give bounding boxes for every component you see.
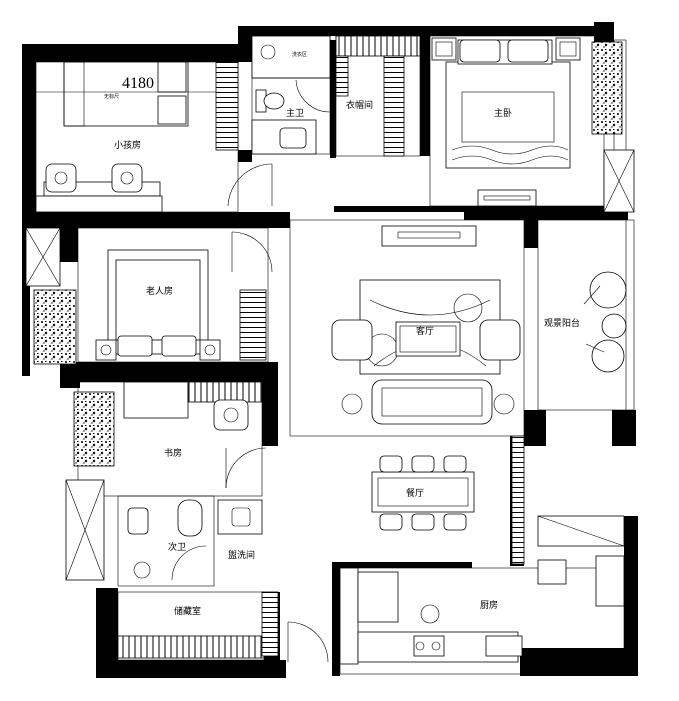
walls bbox=[22, 22, 638, 678]
study bbox=[65, 381, 267, 581]
room-elder: 老人房 bbox=[146, 285, 173, 297]
living-room bbox=[289, 219, 525, 437]
room-kitchen: 厨房 bbox=[480, 599, 498, 611]
balcony bbox=[537, 219, 635, 411]
kitchen bbox=[339, 515, 625, 675]
room-living: 客厅 bbox=[416, 325, 434, 337]
room-balcony: 观景阳台 bbox=[544, 317, 580, 329]
room-study: 书房 bbox=[164, 447, 182, 459]
dimension-note: 无标尺 bbox=[104, 93, 119, 100]
room-master-bedroom: 主卧 bbox=[494, 107, 512, 119]
room-cloakroom: 衣帽间 bbox=[346, 99, 373, 111]
dining bbox=[371, 435, 525, 565]
room-small-bedroom: 小孩房 bbox=[114, 139, 141, 151]
guest-bath bbox=[117, 495, 263, 587]
cloakroom bbox=[335, 35, 421, 157]
master-bedroom bbox=[429, 35, 635, 213]
room-master-bath: 主卫 bbox=[286, 107, 304, 119]
room-laundry-top: 洗衣区 bbox=[292, 51, 307, 58]
elder-room bbox=[25, 227, 273, 365]
room-storage: 储藏室 bbox=[174, 605, 201, 617]
room-guest-bath: 次卫 bbox=[168, 541, 186, 553]
storage bbox=[117, 591, 329, 663]
room-laundry: 盥洗间 bbox=[228, 549, 255, 561]
small-bedroom bbox=[35, 61, 273, 213]
dimension-text: 4180 bbox=[122, 75, 154, 92]
room-dining: 餐厅 bbox=[406, 487, 424, 499]
master-bath bbox=[251, 35, 331, 155]
